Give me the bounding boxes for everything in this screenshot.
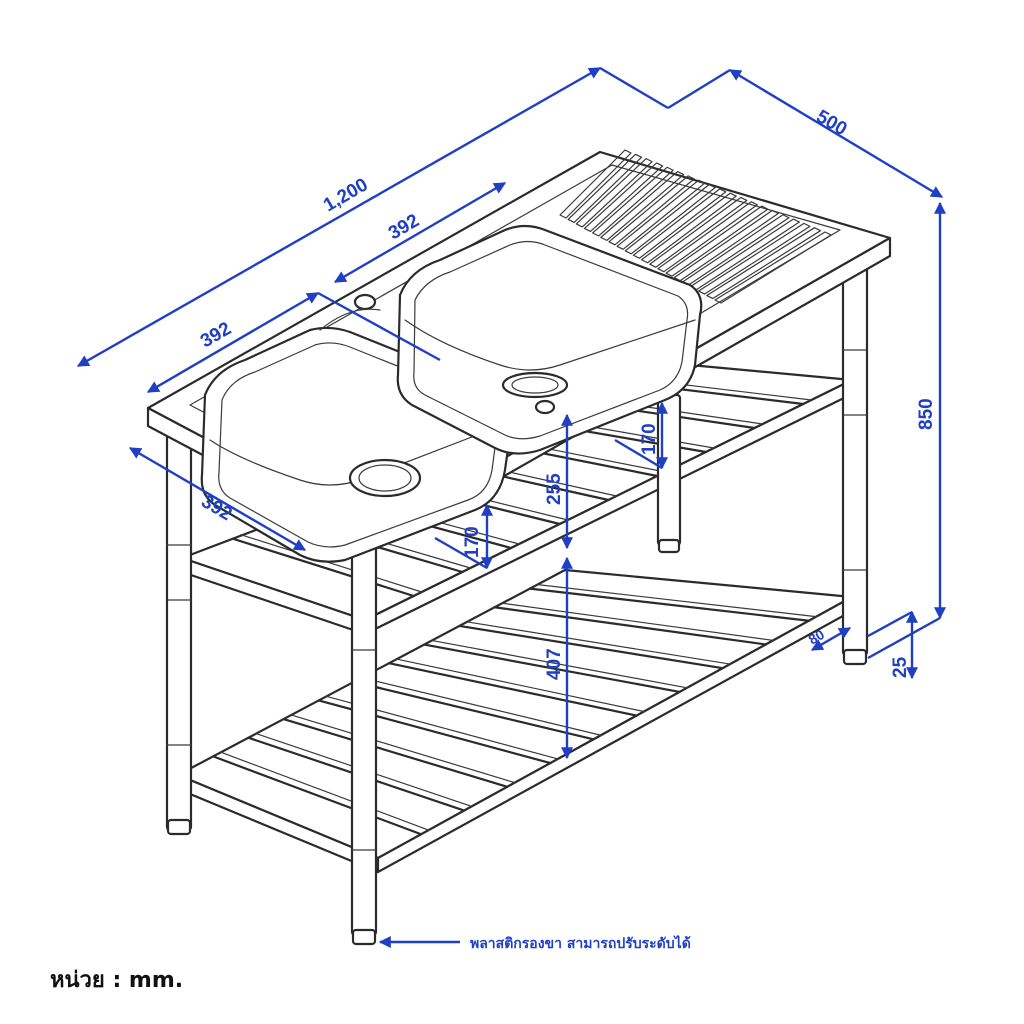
lower-slat bbox=[423, 643, 681, 694]
lower-slat bbox=[387, 662, 638, 717]
lower-slat bbox=[396, 658, 646, 713]
lower-slat bbox=[466, 621, 732, 665]
dim-depth: 500 bbox=[813, 106, 851, 140]
drainboard-groove bbox=[624, 183, 716, 255]
drainboard-groove bbox=[616, 179, 706, 250]
dim-bowl-left-width: 392 bbox=[197, 318, 235, 352]
dim-bowl-to-shelf: 255 bbox=[544, 473, 565, 505]
lower-slat bbox=[537, 584, 818, 618]
drainboard-groove bbox=[657, 201, 758, 273]
lower-slat bbox=[458, 624, 724, 670]
drainboard-groove bbox=[665, 205, 769, 277]
drainboard-groove bbox=[608, 175, 695, 246]
foot-note: พลาสติกรองขา สามารถปรับระดับได้ bbox=[470, 936, 691, 952]
drainboard-groove bbox=[706, 227, 822, 300]
dim-shelf-slat-width: 80 bbox=[806, 626, 828, 648]
adjustable-foot bbox=[351, 928, 377, 946]
lower-slat bbox=[212, 755, 423, 836]
dim-bowl-depth-left: 170 bbox=[462, 526, 483, 558]
lower-slat bbox=[220, 751, 430, 831]
lower-slat bbox=[528, 587, 811, 622]
drainboard-groove bbox=[649, 196, 748, 268]
lower-slat bbox=[352, 680, 595, 741]
lower-slat bbox=[493, 606, 767, 646]
lower-slat bbox=[282, 717, 509, 788]
drainboard-groove bbox=[600, 170, 685, 241]
dimension-lines bbox=[76, 66, 946, 948]
drainboard-groove bbox=[632, 188, 727, 259]
lower-slat bbox=[290, 714, 516, 784]
dim-total-length: 1,200 bbox=[320, 174, 372, 216]
dim-foot-height: 25 bbox=[890, 656, 911, 678]
drainboard-groove bbox=[714, 231, 832, 304]
lower-slat bbox=[431, 639, 689, 689]
lower-shelf bbox=[176, 568, 854, 874]
drainboard-groove bbox=[698, 222, 811, 295]
dim-bowl-depth-right: 170 bbox=[639, 423, 660, 455]
lower-slat bbox=[502, 602, 775, 642]
dim-shelf-gap: 407 bbox=[544, 648, 565, 680]
unit-label: หน่วย : mm. bbox=[50, 968, 184, 993]
dim-total-height: 850 bbox=[916, 398, 937, 430]
dim-bowl-back-width: 392 bbox=[385, 210, 423, 244]
